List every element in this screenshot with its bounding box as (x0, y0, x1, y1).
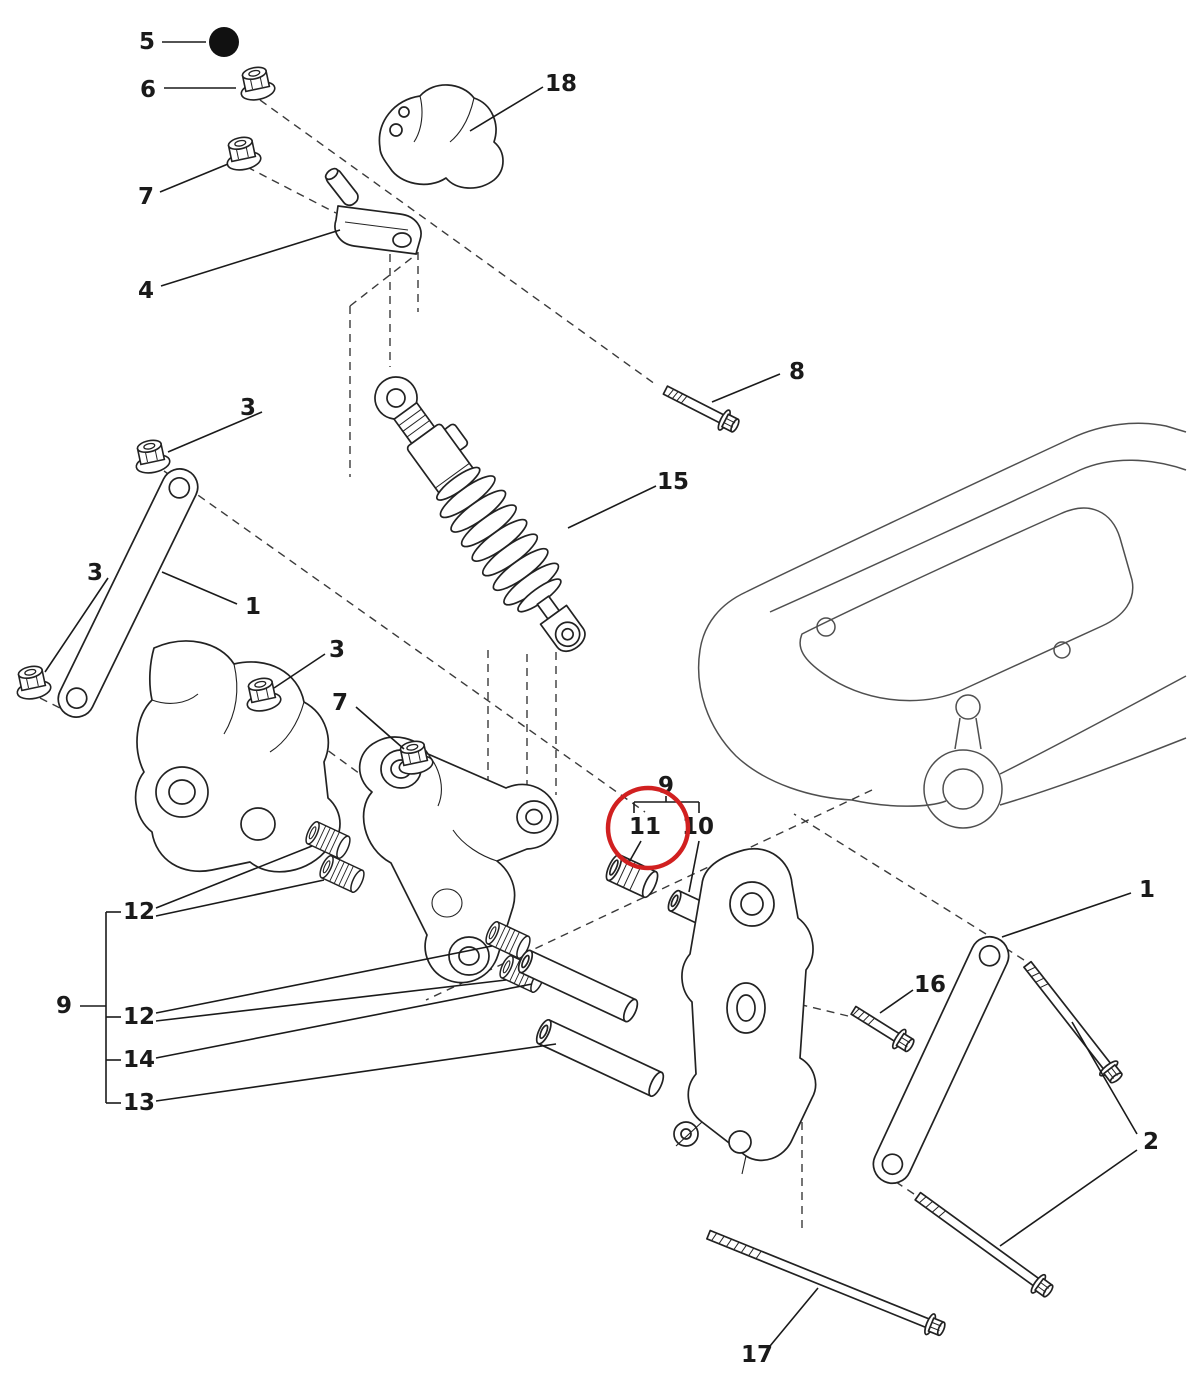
part-callout-17-23: 17 (741, 1342, 773, 1368)
flange-nut-7-upper (221, 133, 264, 174)
part-callout-1-9: 1 (245, 594, 261, 620)
swingarm (697, 422, 1187, 829)
part-callout-12-15: 12 (123, 899, 155, 925)
part-callout-18-2: 18 (545, 71, 577, 97)
part-callout-2-22: 2 (1143, 1129, 1159, 1155)
part-callout-12-17: 12 (123, 1004, 155, 1030)
bushing-11 (605, 853, 659, 899)
shock-mount-bracket (673, 847, 817, 1175)
spacer-14 (517, 949, 639, 1023)
spacer-13 (535, 1018, 665, 1098)
bolt-2-upper (1023, 960, 1123, 1084)
part-callout-1-20: 1 (1139, 877, 1155, 903)
part-callout-16-21: 16 (914, 972, 946, 998)
shock-guard (378, 84, 504, 189)
part-callout-7-11: 7 (332, 690, 348, 716)
part-callout-9-16: 9 (56, 993, 72, 1019)
part-callout-8-5: 8 (789, 359, 805, 385)
part-callout-5-0: 5 (139, 29, 155, 55)
bolt-17 (706, 1229, 946, 1337)
rubber-cap-5 (209, 27, 239, 57)
part-callout-3-6: 3 (240, 395, 256, 421)
bolt-16 (850, 1005, 915, 1053)
part-callout-13-19: 13 (123, 1090, 155, 1116)
bolt-8 (662, 385, 740, 433)
needle-bearing-12-b (316, 853, 368, 895)
link-plate-left (57, 468, 199, 718)
part-callout-3-10: 3 (329, 637, 345, 663)
part-callout-11-13: 11 (629, 814, 661, 840)
shock-absorber (374, 376, 586, 653)
part-callout-15-7: 15 (657, 469, 689, 495)
link-plate-right (872, 935, 1010, 1185)
leader-lines (44, 41, 1138, 1347)
part-callout-4-4: 4 (138, 278, 154, 304)
frame-bracket (134, 640, 341, 873)
part-callout-3-8: 3 (87, 560, 103, 586)
part-callout-7-3: 7 (138, 184, 154, 210)
part-callout-6-1: 6 (140, 77, 156, 103)
flange-nut-6 (235, 63, 278, 104)
highlight-circle (605, 785, 691, 871)
upper-mount-clevis (324, 167, 422, 255)
bolt-2-lower (914, 1191, 1054, 1298)
flange-nut-3-upper (130, 436, 173, 477)
part-callout-14-18: 14 (123, 1047, 155, 1073)
